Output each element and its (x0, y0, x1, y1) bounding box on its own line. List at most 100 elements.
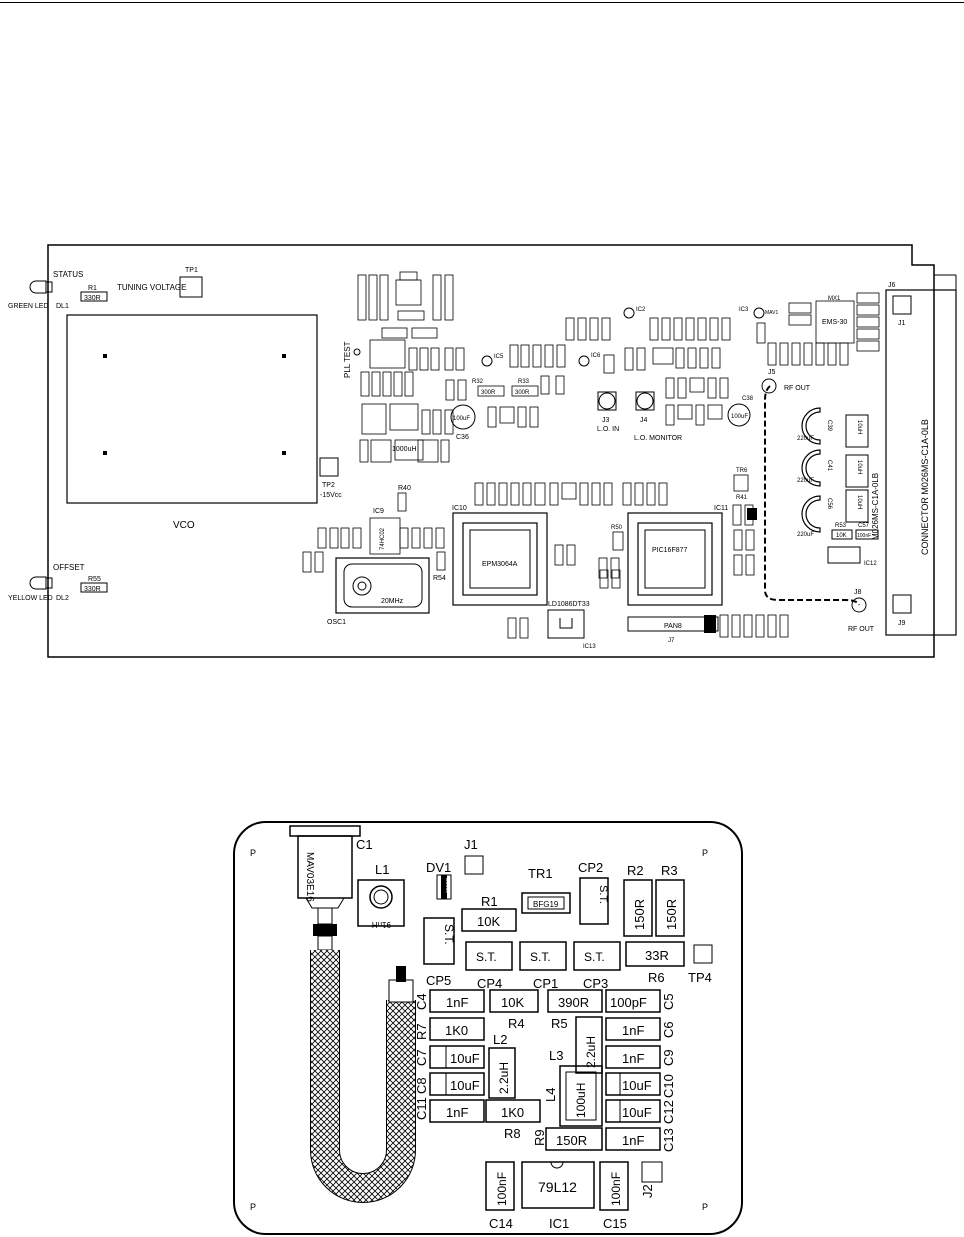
tp1-label: TP1 (185, 267, 198, 274)
tr1-transistor (521, 892, 571, 914)
ic2-label: IC2 (636, 307, 646, 313)
r9-resistor (545, 1127, 603, 1151)
st-label-3: S.T. (584, 950, 605, 964)
st-part-3 (573, 941, 621, 971)
j6-label: J6 (888, 282, 896, 289)
rf-out1-label: RF OUT (784, 385, 811, 392)
c57-label: C57 (858, 523, 870, 529)
r40-label: R40 (398, 485, 411, 492)
ic12-label: IC12 (864, 561, 877, 567)
board2-outline (233, 821, 743, 1235)
cp2-value: S.T. (597, 885, 609, 904)
c15-label: C15 (603, 1216, 627, 1231)
j7-label: J7 (668, 638, 675, 644)
r9-label: R9 (532, 1129, 547, 1146)
r3-resistor (655, 879, 685, 937)
st-label-1: S.T. (476, 950, 497, 964)
rf-trace (764, 385, 860, 606)
cp4-label: CP4 (477, 976, 502, 991)
svg-text:P: P (702, 1202, 708, 1212)
r6-label: R6 (648, 970, 665, 985)
tp4-label: TP4 (688, 970, 712, 985)
osc1-label: OSC1 (327, 619, 346, 626)
j8-connector (851, 597, 867, 613)
r1-resistor (80, 291, 108, 302)
c12-value: 10uF (622, 1105, 652, 1120)
svg-text:P: P (250, 1202, 256, 1212)
c13-value: 1nF (622, 1133, 644, 1148)
cp2-part (579, 877, 609, 925)
cp1-part (547, 989, 603, 1013)
c1-connector-icon (289, 825, 361, 951)
ic3-label: IC3 (739, 307, 749, 313)
ic5-label: IC5 (494, 354, 504, 360)
ic10-chip (452, 512, 548, 606)
st-label-vertical: S.T. (442, 924, 456, 945)
green-led-icon (29, 280, 53, 294)
r50-label: R50 (611, 525, 623, 531)
j3-connector (598, 392, 616, 410)
ic9-part: 74HC02 (380, 527, 386, 550)
c8-value: 10uF (450, 1078, 480, 1093)
board1-side-connector (885, 289, 957, 636)
ic9-label: IC9 (373, 508, 384, 515)
board1-pcb-layout: CONNECTOR M026MS-C1A-0LB M026MS-C1A-0LB … (8, 244, 957, 658)
mav1-label: MAV1 (765, 310, 778, 316)
c41-label: C41 (826, 460, 832, 472)
ic1-regulator (521, 1161, 595, 1209)
r2-value: 150R (632, 899, 647, 930)
l6-value: 10uH (856, 420, 862, 434)
c41-value: 220uF (797, 478, 814, 484)
r55-value: 330R (84, 586, 101, 593)
c11-capacitor (429, 1099, 485, 1123)
j4-connector (636, 392, 654, 410)
l5-value: 1000uH (392, 446, 417, 453)
st-part-vertical (423, 917, 455, 965)
c39-label: C39 (826, 420, 832, 432)
ic11-part: PIC16F877 (652, 547, 688, 554)
r7-label: R7 (414, 1023, 429, 1040)
r8-value: 1K0 (501, 1105, 524, 1120)
r1-label: R1 (88, 285, 97, 292)
c11-label: C11 (414, 1097, 429, 1120)
board1-outline (47, 244, 935, 658)
r32-label: R32 (472, 379, 484, 385)
l4-value: 100uH (574, 1083, 588, 1118)
j4-label: J4 (640, 417, 648, 424)
l7-value: 10uH (856, 460, 862, 474)
tp1-pad (179, 276, 203, 298)
c14-label: C14 (489, 1216, 513, 1231)
osc1-oscillator (335, 557, 430, 614)
r1-label-b2: R1 (481, 894, 498, 909)
cp2-label: CP2 (578, 860, 603, 875)
ic13-part: LD1086DT33 (548, 601, 590, 608)
lo-in-label: L.O. IN (597, 426, 619, 433)
tr6-label: TR6 (736, 468, 748, 474)
r9-value: 150R (556, 1133, 587, 1148)
dv1-label: DV1 (426, 860, 451, 875)
j8-label: J8 (854, 589, 862, 596)
c56-value: 220uF (797, 532, 814, 538)
c13-capacitor (605, 1127, 661, 1151)
st-label-2: S.T. (530, 950, 551, 964)
c39-value: 220uF (797, 436, 814, 442)
c6-capacitor (605, 1017, 661, 1041)
j1-connector (892, 295, 912, 315)
l8-value: 10uH (856, 495, 862, 509)
ems30-label: EMS-30 (822, 319, 847, 326)
status-label: STATUS (53, 270, 83, 279)
st-part-2 (519, 941, 567, 971)
dv1-part: BB833 (444, 878, 450, 893)
l3-label: L3 (549, 1048, 563, 1063)
tp2-label: TP2 (322, 482, 335, 489)
j3-label: J3 (602, 417, 610, 424)
board2-pcb-layout: P P P P MAV03E16 C1 91nH L1 J1 DV1 (233, 821, 743, 1235)
l2-inductor (488, 1047, 516, 1099)
c15-value: 100nF (609, 1172, 623, 1206)
dl1-label: DL1 (56, 303, 69, 310)
pan8-label: PAN8 (664, 623, 682, 630)
r1-value-b2: 10K (477, 914, 500, 929)
connector-side-label: M026MS-C1A-0LB (871, 473, 880, 540)
svg-text:P: P (702, 848, 708, 858)
ic11-chip (627, 512, 723, 606)
